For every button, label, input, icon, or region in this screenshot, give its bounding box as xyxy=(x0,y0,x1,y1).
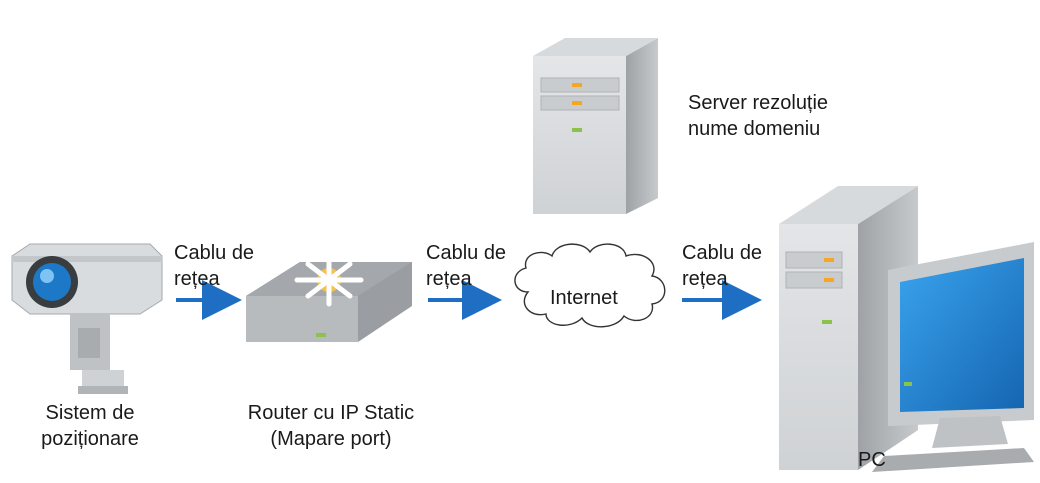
link-label-1: Cablu de rețea xyxy=(174,240,254,292)
link-label-2-line2: rețea xyxy=(426,268,472,290)
server-tower-icon xyxy=(533,38,658,214)
dns-server-label-line1: Server rezoluție xyxy=(688,92,829,114)
camera-label-line1: Sistem de xyxy=(45,402,135,424)
router-label: Router cu IP Static (Mapare port) xyxy=(226,400,436,452)
dns-server-label: Server rezoluție nume domeniu xyxy=(688,90,828,142)
router-icon xyxy=(246,253,412,342)
pc-label-text: PC xyxy=(858,449,886,471)
internet-cloud-icon xyxy=(514,243,666,328)
internet-label: Internet xyxy=(550,285,618,311)
link-label-1-line1: Cablu de xyxy=(174,242,255,264)
camera-label: Sistem de poziționare xyxy=(20,400,160,452)
router-label-line2: (Mapare port) xyxy=(270,428,392,450)
link-label-3-line1: Cablu de xyxy=(682,242,763,264)
pc-icon xyxy=(779,186,1034,472)
link-label-3: Cablu de rețea xyxy=(682,240,762,292)
router-label-line1: Router cu IP Static xyxy=(247,402,415,424)
pc-label: PC xyxy=(858,447,886,473)
ptz-camera-icon xyxy=(11,243,163,394)
dns-server-label-line2: nume domeniu xyxy=(688,118,821,140)
link-label-2: Cablu de rețea xyxy=(426,240,506,292)
link-label-3-line2: rețea xyxy=(682,268,728,290)
camera-label-line2: poziționare xyxy=(41,428,139,450)
link-label-1-line2: rețea xyxy=(174,268,220,290)
link-label-2-line1: Cablu de xyxy=(426,242,507,264)
internet-label-text: Internet xyxy=(550,287,618,309)
